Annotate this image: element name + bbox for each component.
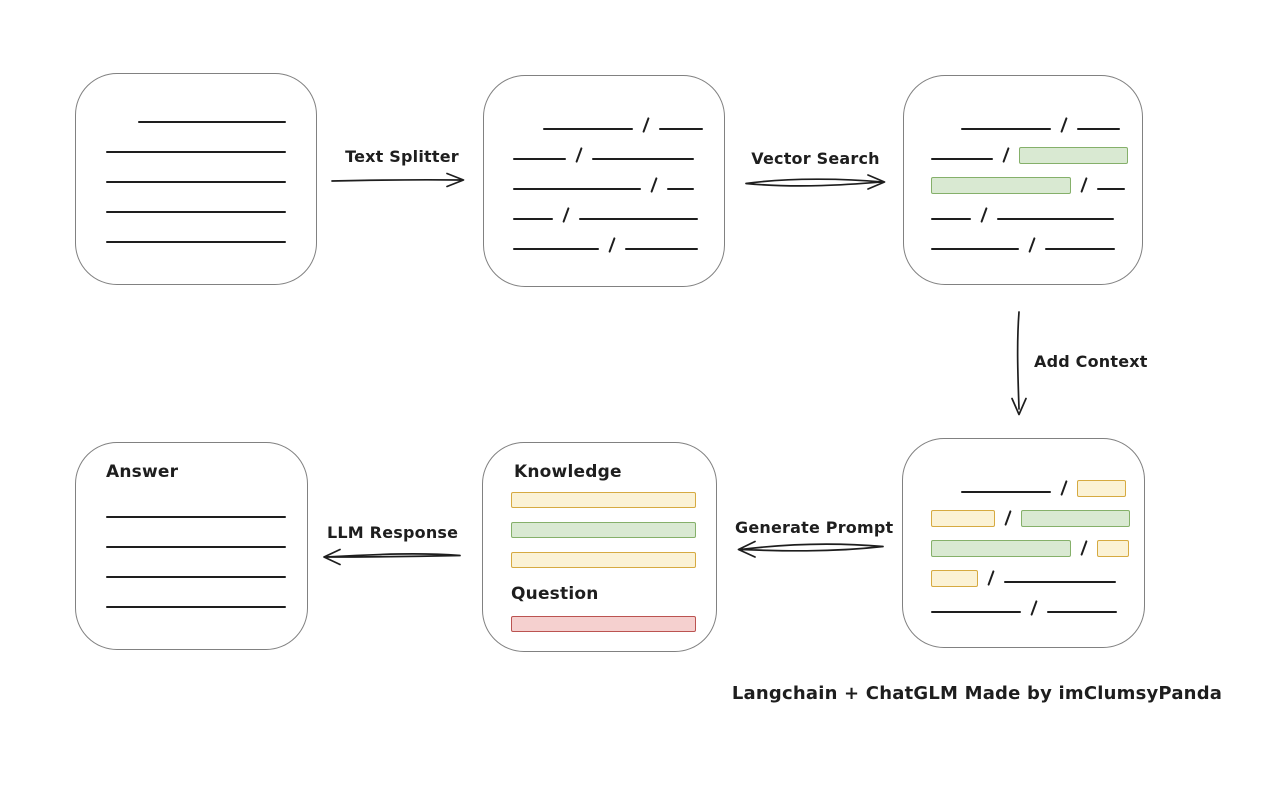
split-slash	[1004, 510, 1012, 526]
yellow-chunk	[1097, 540, 1129, 557]
caption: Langchain + ChatGLM Made by imClumsyPand…	[731, 683, 1223, 704]
document-node	[75, 73, 317, 285]
text-line	[106, 241, 286, 243]
answer-node: Answer	[75, 442, 308, 650]
text-line	[513, 158, 566, 160]
text-line	[997, 218, 1114, 220]
green-chunk	[1021, 510, 1130, 527]
yellow-bar	[511, 492, 696, 508]
green-chunk	[931, 177, 1071, 194]
yellow-chunk	[931, 570, 978, 587]
yellow-chunk	[1077, 480, 1126, 497]
text-line	[931, 158, 993, 160]
split-slash	[987, 570, 995, 586]
green-chunk	[931, 540, 1071, 557]
text-line	[106, 606, 286, 608]
generate-prompt-label: Generate Prompt	[735, 518, 894, 537]
text-line	[513, 188, 641, 190]
green-chunk	[1019, 147, 1128, 164]
text-line	[106, 546, 286, 548]
text-line	[961, 128, 1051, 130]
split-slash	[562, 207, 570, 223]
text-line	[138, 121, 286, 123]
yellow-chunk	[931, 510, 995, 527]
add-context-label: Add Context	[1034, 352, 1148, 371]
vector-search-label: Vector Search	[751, 149, 880, 168]
split-slash	[1030, 600, 1038, 616]
split-slash	[650, 177, 658, 193]
llm-response-label: LLM Response	[327, 523, 459, 542]
green-bar	[511, 522, 696, 538]
text-line	[931, 218, 971, 220]
text-line	[106, 151, 286, 153]
text-line	[931, 248, 1019, 250]
red-bar	[511, 616, 696, 632]
text-line	[659, 128, 703, 130]
text-line	[106, 211, 286, 213]
split-slash	[1080, 540, 1088, 556]
split-slash	[1060, 480, 1068, 496]
split-slash	[608, 237, 616, 253]
text-splitter-label: Text Splitter	[345, 147, 459, 166]
text-line	[1045, 248, 1115, 250]
answer-label: Answer	[106, 462, 179, 482]
split-slash	[980, 207, 988, 223]
text-line	[513, 218, 553, 220]
text-line	[667, 188, 694, 190]
split-slash	[1080, 177, 1088, 193]
split-slash	[1002, 147, 1010, 163]
split-slash	[1060, 117, 1068, 133]
text-line	[1097, 188, 1125, 190]
split-slash	[1028, 237, 1036, 253]
text-line	[1047, 611, 1117, 613]
text-line	[106, 516, 286, 518]
vector-search-arrow	[745, 174, 886, 190]
generate-prompt-arrow	[737, 540, 884, 558]
split-chunks-node	[483, 75, 725, 287]
context-chunks-node	[902, 438, 1145, 648]
yellow-bar	[511, 552, 696, 568]
add-context-arrow	[1011, 311, 1027, 416]
text-line	[1077, 128, 1120, 130]
text-line	[961, 491, 1051, 493]
text-line	[625, 248, 698, 250]
vector-matched-chunks-node	[903, 75, 1143, 285]
question-label: Question	[511, 584, 599, 604]
text-line	[513, 248, 599, 250]
knowledge-label: Knowledge	[514, 462, 622, 482]
text-line	[1004, 581, 1116, 583]
llm-response-arrow	[323, 548, 461, 566]
text-line	[579, 218, 698, 220]
text-line	[543, 128, 633, 130]
split-slash	[642, 117, 650, 133]
split-slash	[575, 147, 583, 163]
text-line	[106, 576, 286, 578]
text-line	[106, 181, 286, 183]
text-splitter-arrow	[331, 172, 465, 188]
text-line	[931, 611, 1021, 613]
text-line	[592, 158, 694, 160]
